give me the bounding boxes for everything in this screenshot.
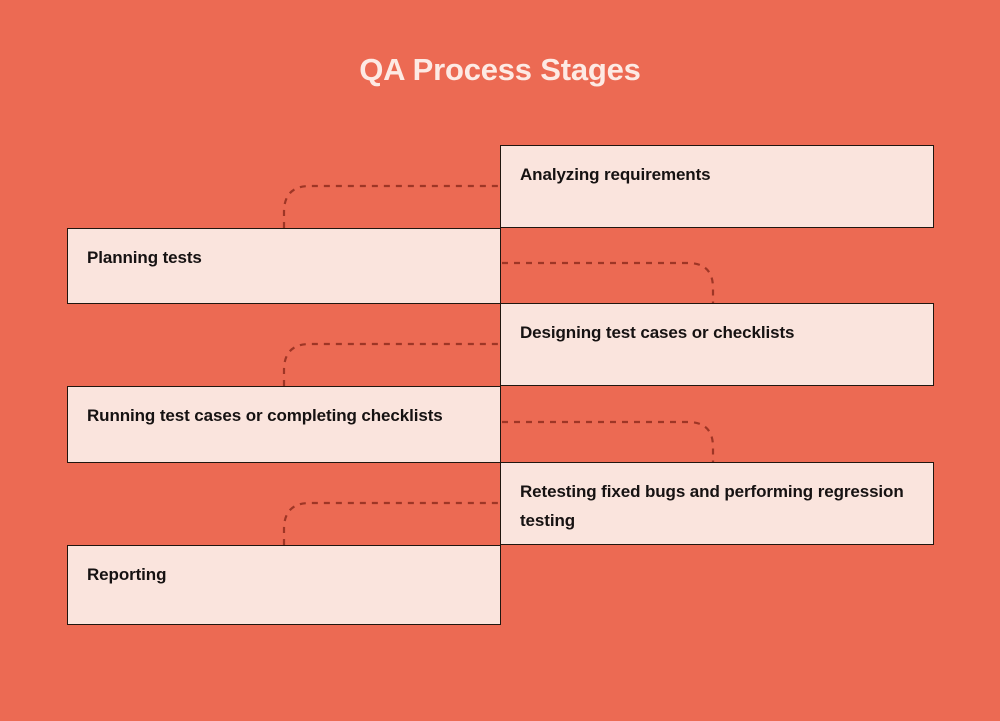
connector-running-to-retesting [502,420,715,462]
page-title: QA Process Stages [359,52,641,87]
connector-reporting-to-retesting [282,501,500,545]
stage-box-running-test-cases[interactable]: Running test cases or completing checkli… [67,386,501,463]
stage-label: Reporting [87,565,167,584]
stage-label: Designing test cases or checklists [520,323,795,342]
stage-box-planning-tests[interactable]: Planning tests [67,228,501,304]
connector-planning-to-designing [502,261,715,303]
connector-running-to-designing [282,342,500,386]
stage-label: Analyzing requirements [520,165,711,184]
stage-box-retesting-fixed-bugs[interactable]: Retesting fixed bugs and performing regr… [500,462,934,545]
stage-box-reporting[interactable]: Reporting [67,545,501,625]
connector-planning-to-analyzing [282,184,500,228]
stage-label: Planning tests [87,248,202,267]
stage-box-analyzing-requirements[interactable]: Analyzing requirements [500,145,934,228]
stage-label: Retesting fixed bugs and performing regr… [520,482,904,530]
stage-box-designing-test-cases[interactable]: Designing test cases or checklists [500,303,934,386]
stage-label: Running test cases or completing checkli… [87,406,443,425]
